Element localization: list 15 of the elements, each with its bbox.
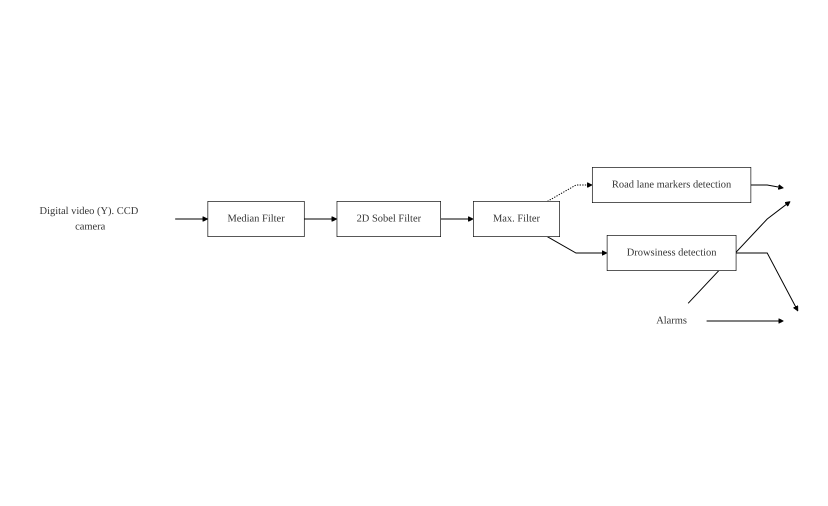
text-label: Digital video (Y). CCD camera [40,205,138,232]
process-box: Max. Filter [473,201,560,237]
process-box: Median Filter [208,201,305,237]
dashed-arrow [546,182,593,202]
arrow [174,216,208,222]
arrow [706,318,784,324]
arrow [440,216,474,222]
arrow [304,216,338,222]
arrow [750,184,784,190]
process-box: Drowsiness detection [606,235,736,271]
arrow [736,252,798,312]
process-box: 2D Sobel Filter [336,201,441,237]
arrow [546,236,608,256]
text-label: Alarms [656,315,687,326]
process-box: Road lane markers detection [592,167,752,203]
